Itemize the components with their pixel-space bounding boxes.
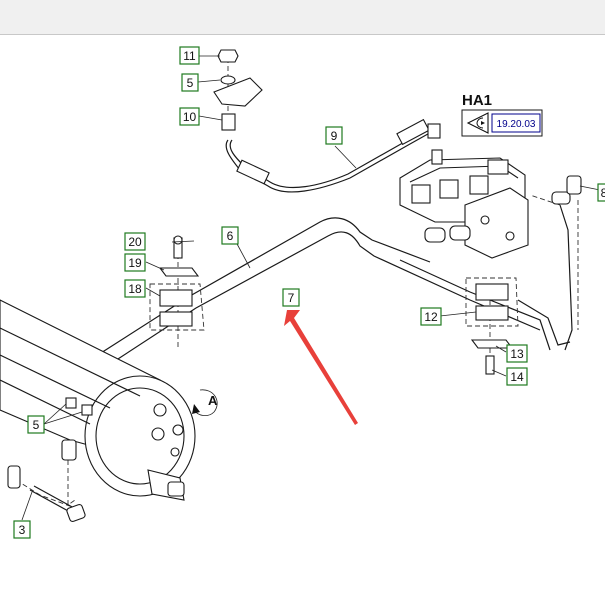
svg-text:18: 18 (128, 282, 142, 296)
fitting-9-right (396, 118, 430, 146)
clamp-18-assembly (149, 235, 205, 331)
nut-3 (66, 503, 86, 523)
svg-text:9: 9 (331, 129, 338, 143)
hose-9 (225, 129, 436, 193)
svg-text:19: 19 (128, 256, 142, 270)
callout-14: 14 (506, 367, 528, 386)
callout-19: 19 (124, 253, 146, 272)
svg-text:A: A (208, 393, 218, 408)
svg-text:5: 5 (33, 418, 40, 432)
hose-6 (74, 217, 431, 381)
svg-text:13: 13 (510, 347, 524, 361)
valve-block (399, 149, 582, 259)
callout-9: 9 (325, 126, 343, 145)
callout-7: 7 (282, 288, 300, 307)
svg-text:12: 12 (424, 310, 438, 324)
ha1-reference: HA1 19.20.03 (461, 92, 543, 137)
view-a-marker: A (192, 389, 218, 416)
callout-18: 18 (124, 279, 146, 298)
svg-text:3: 3 (19, 523, 26, 537)
svg-text:5: 5 (187, 76, 194, 90)
ha1-title: HA1 (462, 92, 492, 109)
hose-7-right (399, 259, 551, 351)
callout-3: 3 (13, 520, 31, 539)
svg-text:10: 10 (183, 110, 197, 124)
callout-5-top: 5 (181, 73, 199, 92)
hose-9-inner (229, 125, 435, 188)
svg-text:20: 20 (128, 235, 142, 249)
callout-5-left: 5 (27, 415, 45, 434)
callout-11: 11 (179, 46, 200, 65)
callout-20: 20 (124, 232, 146, 251)
fitting-left-elbow (61, 439, 77, 461)
window-toolbar (0, 0, 605, 35)
svg-text:6: 6 (227, 229, 234, 243)
fitting-left-small (7, 465, 21, 489)
fitting-5-left-b (81, 404, 93, 416)
callout-8: 8 (597, 183, 605, 202)
fitting-9-left (236, 159, 270, 185)
svg-text:8: 8 (601, 186, 605, 200)
washer-5-top (220, 75, 236, 85)
callout-6: 6 (221, 226, 239, 245)
view-direction-icon (466, 112, 489, 134)
ha1-code: 19.20.03 (497, 119, 536, 130)
bolt-11 (217, 49, 239, 63)
fitting-5-left-a (65, 397, 77, 409)
hose-right-vertical (559, 204, 573, 351)
tank-cylinder (0, 299, 196, 501)
callout-13: 13 (506, 344, 528, 363)
svg-text:7: 7 (288, 291, 295, 305)
pipe-3 (29, 489, 71, 513)
hose-right-bend (517, 299, 571, 346)
adapter-10 (221, 113, 236, 131)
gasket-plate (213, 77, 263, 107)
red-pointer-arrow-icon (284, 310, 358, 425)
fitting-9-end (427, 123, 441, 139)
callout-10: 10 (179, 107, 200, 126)
dash-8-valve (529, 194, 561, 206)
svg-text:11: 11 (183, 49, 196, 63)
clamp-12-assembly (465, 277, 519, 375)
svg-text:14: 14 (510, 370, 524, 384)
callout-12: 12 (420, 307, 442, 326)
hose-7 (81, 231, 541, 393)
